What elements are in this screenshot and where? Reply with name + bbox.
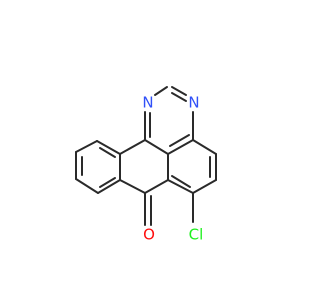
- bond: [99, 147, 116, 158]
- bond: [171, 92, 187, 102]
- atom-label-n2: N: [188, 94, 199, 112]
- bond: [119, 179, 146, 194]
- bond: [99, 177, 116, 188]
- bond: [97, 179, 121, 194]
- bond: [75, 178, 99, 194]
- bond: [192, 179, 217, 194]
- atom-label-o: O: [143, 226, 155, 244]
- bond: [144, 139, 169, 155]
- bond: [167, 179, 194, 194]
- bond: [167, 139, 194, 155]
- bond: [154, 86, 168, 96]
- bond: [169, 134, 190, 147]
- molecule-canvas: N N O Cl: [75, 86, 217, 244]
- bond: [75, 140, 98, 153]
- atom-label-cl: Cl: [189, 226, 204, 244]
- bond: [144, 179, 169, 194]
- molecule-structure: N N O Cl: [75, 86, 217, 244]
- bond: [119, 139, 146, 155]
- bond: [171, 86, 187, 96]
- bond: [171, 175, 191, 188]
- bond-lines: [75, 86, 217, 226]
- atom-label-n1: N: [142, 94, 153, 112]
- bond: [192, 139, 217, 155]
- bond: [96, 140, 121, 155]
